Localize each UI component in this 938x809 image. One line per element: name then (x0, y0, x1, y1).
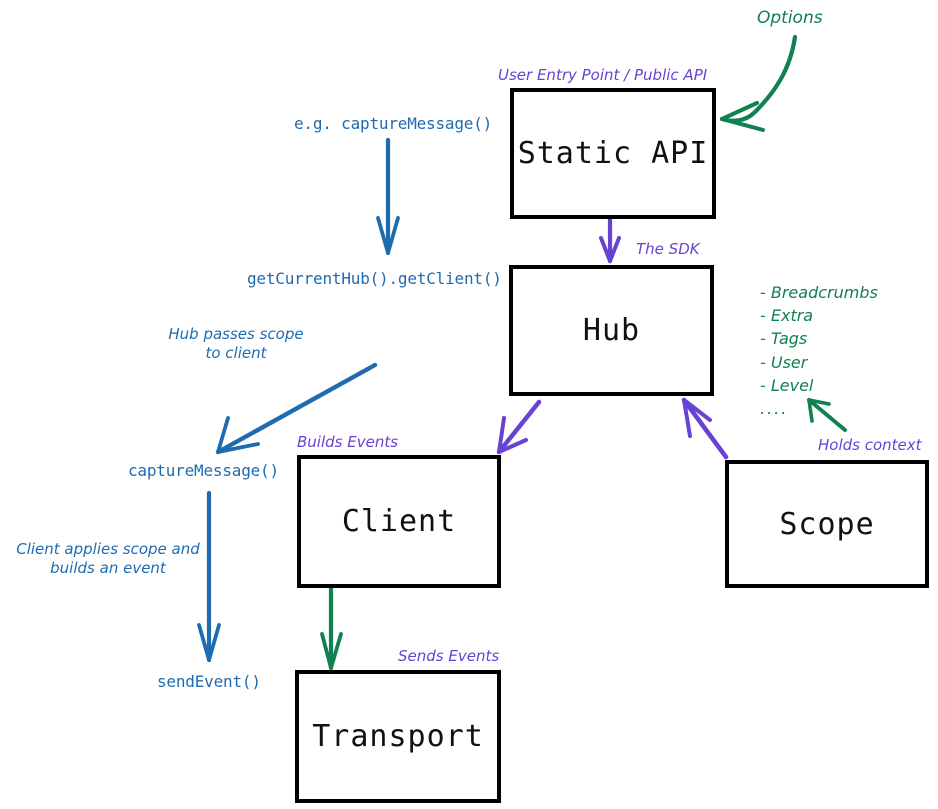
arrow-hub-to-client (496, 399, 542, 455)
annotation-holds-context: Holds context (818, 436, 922, 454)
annotation-send-event: sendEvent() (157, 672, 261, 691)
node-hub-label: Hub (582, 313, 641, 348)
node-scope-label: Scope (779, 506, 875, 542)
annotation-the-sdk: The SDK (636, 240, 700, 258)
context-list-item-level: - Level (760, 375, 814, 395)
arrow-options-to-static-api (719, 34, 798, 132)
annotation-get-current-hub: getCurrentHub().getClient() (247, 269, 502, 288)
annotation-builds-events: Builds Events (297, 433, 399, 451)
annotation-user-entry-point: User Entry Point / Public API (498, 66, 708, 84)
node-hub[interactable]: Hub (509, 265, 714, 396)
node-client[interactable]: Client (297, 455, 501, 588)
annotation-capture-message: captureMessage() (128, 461, 279, 480)
node-static-api-label: Static API (517, 136, 709, 171)
node-static-api[interactable]: Static API (510, 88, 716, 219)
node-client-label: Client (341, 504, 457, 539)
arrow-static-api-to-hub (599, 216, 621, 264)
arrow-capture-message-to-send-event (197, 490, 221, 663)
context-list-ellipsis: .... (760, 398, 789, 418)
annotation-eg-capture-message: e.g. captureMessage() (294, 114, 493, 133)
context-list-item-extra: - Extra (760, 306, 814, 326)
annotation-sends-events: Sends Events (398, 647, 500, 665)
annotation-hub-passes-scope: Hub passes scope to client (168, 325, 304, 362)
annotation-options: Options (757, 8, 823, 28)
context-list-item-tags: - Tags (760, 329, 808, 349)
node-transport-label: Transport (312, 719, 484, 754)
context-list-item-breadcrumbs: - Breadcrumbs (760, 283, 878, 302)
arrow-client-to-transport (320, 586, 343, 671)
arrow-scope-to-hub (681, 397, 729, 460)
node-scope[interactable]: Scope (725, 460, 929, 588)
context-list: - Breadcrumbs - Extra - Tags - User - Le… (760, 281, 878, 420)
arrow-eg-capture-to-getclient (376, 137, 400, 256)
arrow-scope-to-context-list (807, 398, 847, 432)
annotation-client-applies-scope: Client applies scope and builds an event (16, 540, 200, 577)
arrow-getclient-to-capture-message (215, 362, 378, 455)
node-transport[interactable]: Transport (295, 670, 501, 803)
context-list-item-user: - User (760, 352, 808, 372)
